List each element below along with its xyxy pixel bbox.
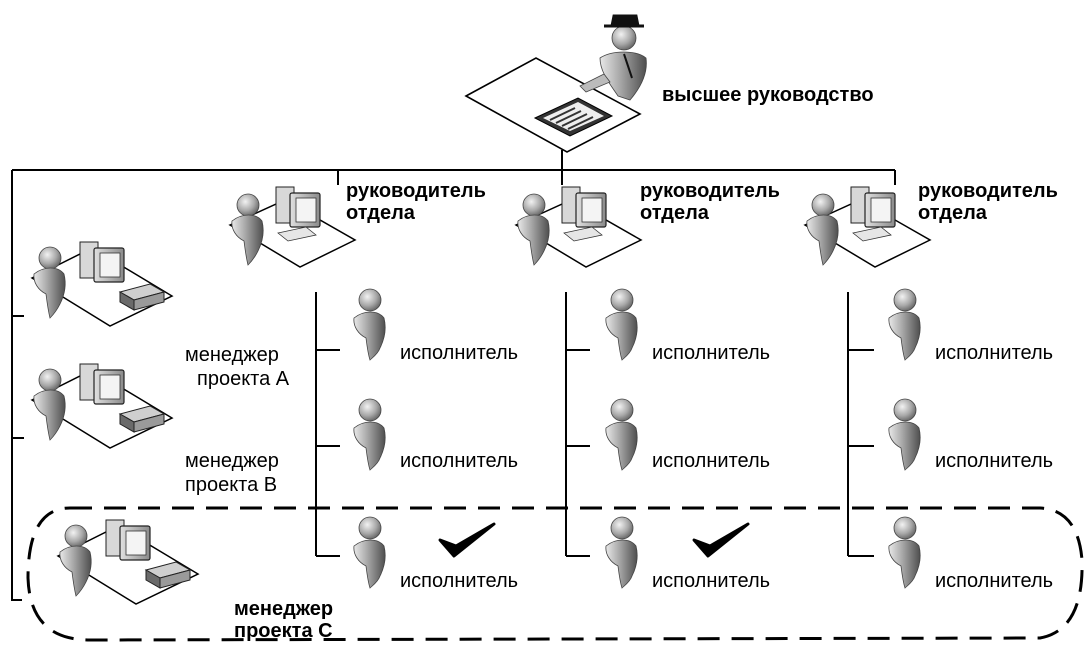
department-head-1-label-line1: руководитель — [346, 180, 486, 202]
project-manager-b-label-line2: проекта В — [185, 474, 278, 496]
performer-icon — [353, 288, 386, 361]
performer-label: исполнитель — [400, 450, 519, 472]
department-head-1 — [229, 186, 356, 268]
department-head-2-label-line2: отдела — [640, 202, 709, 224]
project-manager-a-label-line1: менеджер — [185, 344, 279, 366]
department-head-3-label-line2: отдела — [918, 202, 987, 224]
performer-icon — [605, 516, 638, 589]
document-icon — [533, 97, 614, 137]
department-head-2-label-line1: руководитель — [640, 180, 780, 202]
performer-label: исполнитель — [652, 342, 771, 364]
performer-icon — [888, 516, 921, 589]
project-manager-b-station — [31, 363, 173, 449]
performer-label: исполнитель — [400, 570, 519, 592]
performer-label: исполнитель — [935, 342, 1054, 364]
performer-icon — [888, 288, 921, 361]
checkmark-icon — [692, 522, 750, 558]
checkmark-icon — [438, 522, 496, 558]
project-manager-b-label-line1: менеджер — [185, 450, 279, 472]
top-manager-figure — [579, 14, 647, 101]
department-head-3 — [804, 186, 931, 268]
top-manager-label: высшее руководство — [662, 84, 874, 106]
performer-label: исполнитель — [652, 450, 771, 472]
project-manager-c-label-line1: менеджер — [234, 598, 334, 620]
performer-label: исполнитель — [935, 450, 1054, 472]
performer-icon — [353, 398, 386, 471]
performer-label: исполнитель — [935, 570, 1054, 592]
top-manager — [464, 14, 647, 153]
performer-label: исполнитель — [652, 570, 771, 592]
performer-icon — [605, 398, 638, 471]
performer-icon — [353, 516, 386, 589]
performer-icon — [605, 288, 638, 361]
project-manager-c-station — [57, 519, 199, 605]
project-manager-a-label-line2: проекта А — [197, 368, 290, 390]
department-head-3-label-line1: руководитель — [918, 180, 1058, 202]
project-c-highlight — [26, 506, 1084, 642]
performer-icon — [888, 398, 921, 471]
performer-label: исполнитель — [400, 342, 519, 364]
hierarchy-lines — [11, 150, 896, 601]
project-manager-c-label-line2: проекта С — [234, 620, 333, 642]
department-head-1-label-line2: отдела — [346, 202, 415, 224]
department-head-2 — [515, 186, 642, 268]
project-manager-a-station — [31, 241, 173, 327]
